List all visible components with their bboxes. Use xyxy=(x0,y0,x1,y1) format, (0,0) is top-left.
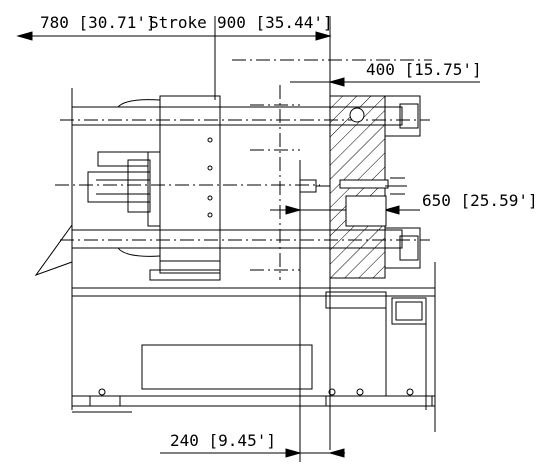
stroke-label: Stroke xyxy=(149,13,207,32)
dim-650-label: 650 [25.59'] xyxy=(422,191,538,210)
center-lines xyxy=(55,59,432,280)
dim-400-label: 400 [15.75'] xyxy=(366,60,482,79)
dim-780-label: 780 [30.71'] xyxy=(40,13,156,32)
dim-240-label: 240 [9.45'] xyxy=(170,431,276,450)
dim-900-label: 900 [35.44'] xyxy=(217,13,333,32)
machine-outline xyxy=(34,88,436,432)
